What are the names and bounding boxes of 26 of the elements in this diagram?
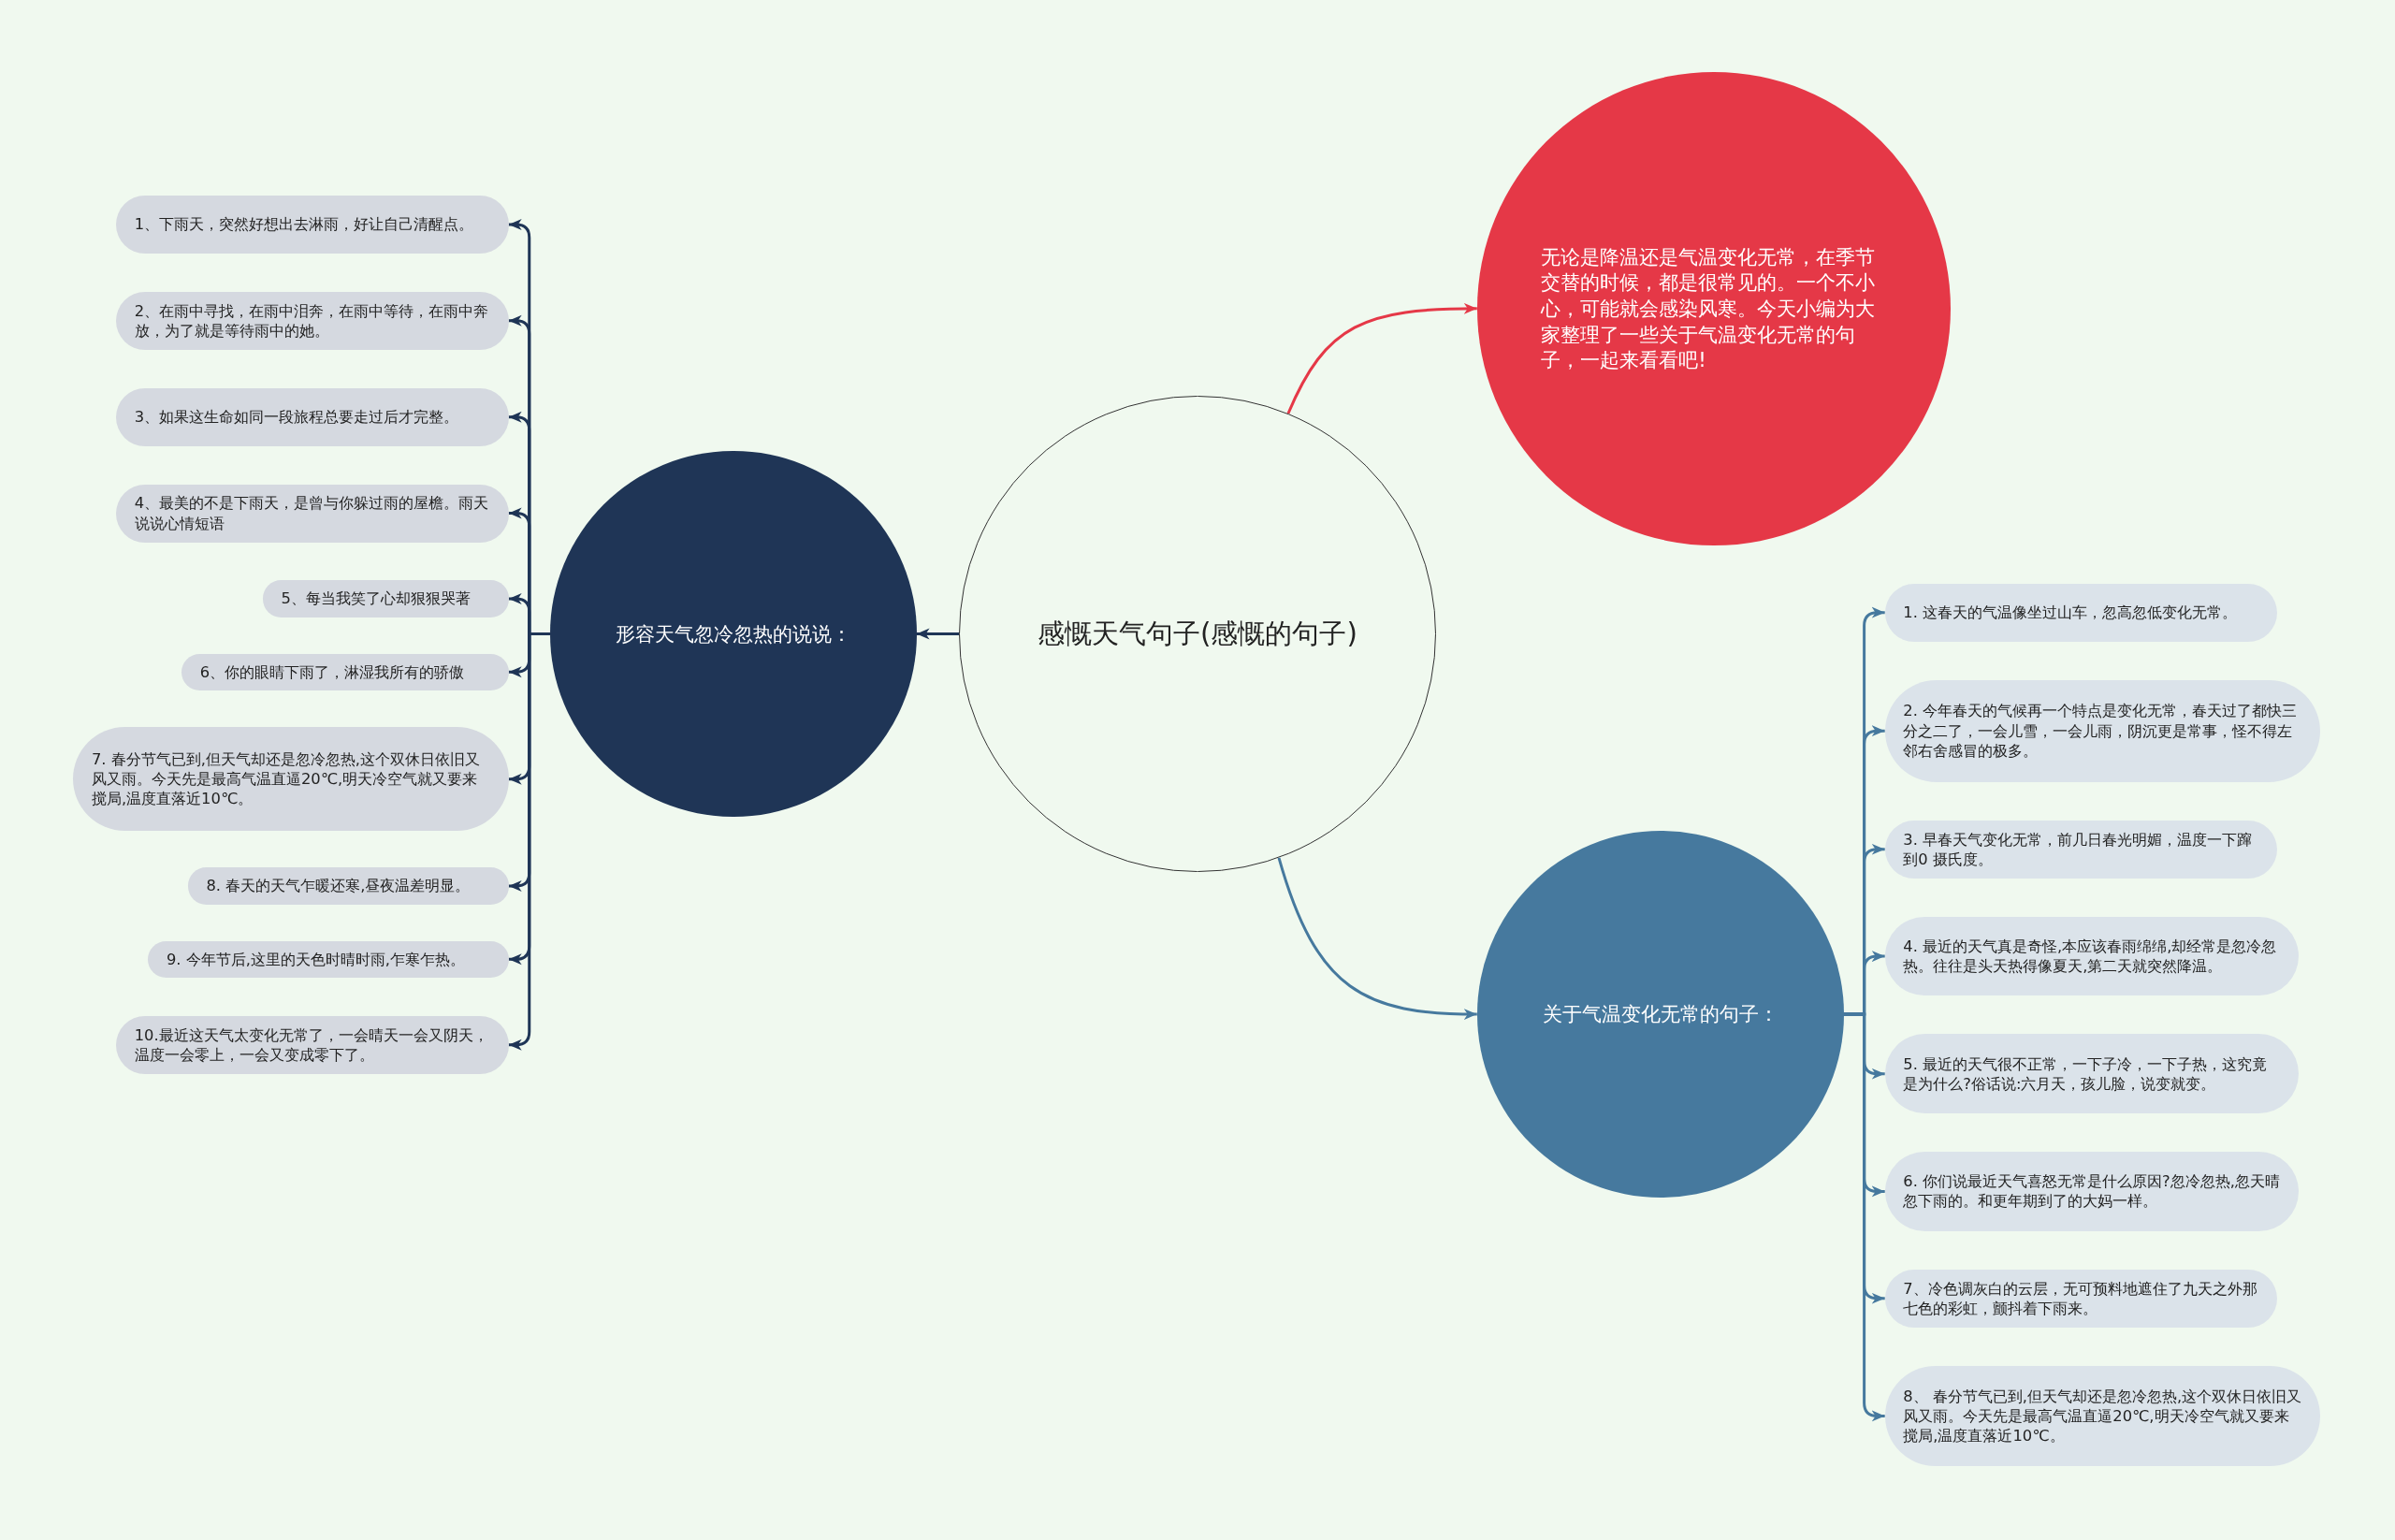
sentence-bubble: 6. 你们说最近天气喜怒无常是什么原因?忽冷忽热,忽天晴忽下雨的。和更年期到了的大妈一样。 (1884, 1152, 2300, 1231)
sentence-bubble: 2、在雨中寻找，在雨中泪奔，在雨中等待，在雨中奔放，为了就是等待雨中的她。 (116, 291, 509, 350)
connector-arrow (1277, 857, 1477, 1020)
sentence-bubble: 2. 今年春天的气候再一个特点是变化无常，春天过了都快三分之二了，一会儿雪，一会儿雨，阴沉更是常事，怪不得左邻右舍感冒的极多。 (1884, 679, 2320, 782)
sentence-bubble: 8. 春天的天气乍暖还寒,昼夜温差明显。 (187, 867, 509, 905)
topic-circle: 关于气温变化无常的句子： (1476, 831, 1844, 1198)
sentence-bubble: 9. 今年节后,这里的天色时晴时雨,乍寒乍热。 (148, 940, 509, 978)
sentence-bubble: 4. 最近的天气真是奇怪,本应该春雨绵绵,却经常是忽冷忽热。往往是头天热得像夏天,第二天就突然降温。 (1884, 916, 2300, 996)
topic-circle: 形容天气忽冷忽热的说说： (549, 450, 917, 818)
sentence-bubble: 7、冷色调灰白的云层，无可预料地遮住了九天之外那七色的彩虹，颤抖着下雨来。 (1884, 1269, 2278, 1328)
connector-arrow (508, 632, 550, 1051)
sentence-bubble: 5. 最近的天气很不正常，一下子冷，一下子热，这究竟是为什么?俗话说:六月天，孩儿脸，说变就变。 (1884, 1034, 2300, 1114)
sentence-bubble: 3. 早春天气变化无常，前几日春光明媚，温度一下蹿到0 摄氏度。 (1884, 820, 2278, 879)
sentence-bubble: 1、下雨天，突然好想出去淋雨，好让自己清醒点。 (116, 195, 509, 254)
sentence-bubble: 4、最美的不是下雨天，是曾与你躲过雨的屋檐。雨天说说心情短语 (116, 484, 509, 543)
sentence-bubble: 8、 春分节气已到,但天气却还是忽冷忽热,这个双休日依旧又风又雨。今天先是最高气温直逼20℃,明天冷空气就又要来搅局,温度直落近10℃。 (1884, 1365, 2320, 1467)
sentence-bubble: 5、每当我笑了心却狠狠哭著 (262, 580, 509, 617)
connector-arrow (1286, 303, 1477, 414)
central-topic-circle: 感慨天气句子(感慨的句子) (959, 395, 1436, 873)
sentence-bubble: 7. 春分节气已到,但天气却还是忽冷忽热,这个双休日依旧又风又雨。今天先是最高气温直逼20℃,明天冷空气就又要来搅局,温度直落近10℃。 (73, 727, 509, 832)
topic-circle: 无论是降温还是气温变化无常，在季节交替的时候，都是很常见的。一个不小心，可能就会感染风寒。今天小编为大家整理了一些关于气温变化无常的句子，一起来看看吧! (1476, 71, 1951, 545)
sentence-bubble: 6、你的眼睛下雨了，淋湿我所有的骄傲 (181, 653, 509, 690)
sentence-bubble: 3、如果这生命如同一段旅程总要走过后才完整。 (116, 387, 509, 446)
sentence-bubble: 1. 这春天的气温像坐过山车，忽高忽低变化无常。 (1884, 583, 2278, 642)
sentence-bubble: 10.最近这天气太变化无常了，一会晴天一会又阴天，温度一会零上，一会又变成零下了。 (116, 1015, 509, 1074)
connector-arrow (916, 628, 960, 640)
